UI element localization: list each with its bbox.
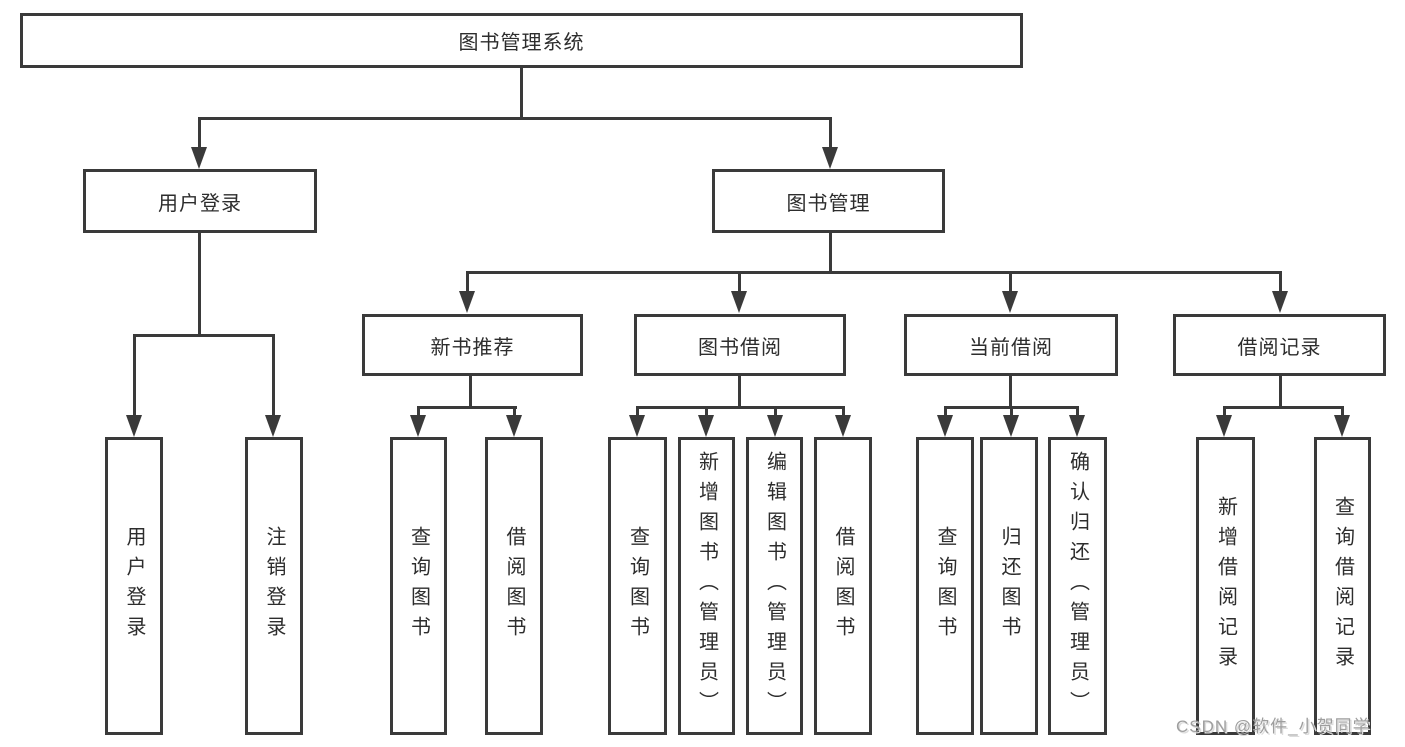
leaf-label: 注销登录 <box>263 526 285 646</box>
leaf-label: 新增借阅记录 <box>1214 496 1237 676</box>
leaf-borrow-books: 借阅图书 <box>814 437 872 735</box>
leaf-edit-books-admin: 编辑图书（管理员） <box>746 437 803 735</box>
leaf-query-borrow-record: 查询借阅记录 <box>1314 437 1371 735</box>
arrow-down-icon <box>1216 415 1232 437</box>
connector-new-book-split <box>417 406 517 409</box>
connector-drop <box>842 406 845 419</box>
connector-drop <box>829 117 832 150</box>
node-new-book-recommend: 新书推荐 <box>362 314 583 376</box>
leaf-add-books-admin: 新增图书（管理员） <box>678 437 735 735</box>
arrow-down-icon <box>698 415 714 437</box>
node-current-borrowing: 当前借阅 <box>904 314 1118 376</box>
node-label: 图书管理系统 <box>458 32 585 54</box>
node-label: 用户登录 <box>158 192 242 215</box>
arrow-down-icon <box>265 415 281 437</box>
connector-drop <box>1341 406 1344 419</box>
node-borrowing-records: 借阅记录 <box>1173 314 1386 376</box>
connector-user-login-split <box>133 334 275 337</box>
arrow-down-icon <box>506 415 522 437</box>
connector-drop <box>466 271 469 295</box>
connector-book-mgmt-split <box>466 271 1282 274</box>
connector-root-stem <box>520 68 523 120</box>
arrow-down-icon <box>459 291 475 313</box>
leaf-label: 归还图书 <box>998 526 1020 646</box>
leaf-logout: 注销登录 <box>245 437 303 735</box>
connector-drop <box>133 334 136 418</box>
leaf-label: 借阅图书 <box>503 526 525 646</box>
arrow-down-icon <box>1003 415 1019 437</box>
leaf-query-books: 查询图书 <box>916 437 974 735</box>
arrow-down-icon <box>629 415 645 437</box>
leaf-user-login: 用户登录 <box>105 437 163 735</box>
connector-book-mgmt-stem <box>829 232 832 274</box>
arrow-down-icon <box>1334 415 1350 437</box>
node-library-management-system: 图书管理系统 <box>20 13 1023 68</box>
csdn-watermark: CSDN @软件_小贺同学 <box>1176 717 1371 736</box>
connector-borrow-records-split <box>1223 406 1344 409</box>
leaf-label: 用户登录 <box>123 526 145 646</box>
node-user-login: 用户登录 <box>83 169 317 233</box>
connector-root-split <box>198 117 832 120</box>
connector-user-login-stem <box>198 232 201 337</box>
node-label: 图书借阅 <box>698 336 782 359</box>
leaf-label: 查询图书 <box>407 526 430 646</box>
arrow-down-icon <box>191 147 207 169</box>
connector-drop <box>417 406 420 419</box>
connector-drop <box>513 406 516 419</box>
connector-book-borrow-split <box>636 406 845 409</box>
connector-drop <box>944 406 947 419</box>
arrow-down-icon <box>822 147 838 169</box>
node-book-borrowing: 图书借阅 <box>634 314 846 376</box>
leaf-label: 确认归还（管理员） <box>1066 451 1089 721</box>
node-label: 图书管理 <box>786 192 871 215</box>
arrow-down-icon <box>410 415 426 437</box>
connector-drop <box>774 406 777 419</box>
arrow-down-icon <box>731 291 747 313</box>
leaf-label: 借阅图书 <box>832 526 854 646</box>
leaf-confirm-return-admin: 确认归还（管理员） <box>1048 437 1107 735</box>
leaf-add-borrow-record: 新增借阅记录 <box>1196 437 1255 735</box>
leaf-query-books: 查询图书 <box>608 437 667 735</box>
arrow-down-icon <box>835 415 851 437</box>
connector-new-book-stem <box>469 376 472 409</box>
arrow-down-icon <box>937 415 953 437</box>
connector-drop <box>1009 271 1012 295</box>
arrow-down-icon <box>1002 291 1018 313</box>
node-book-management: 图书管理 <box>712 169 945 233</box>
connector-drop <box>1010 406 1013 419</box>
connector-drop <box>738 271 741 295</box>
node-label: 借阅记录 <box>1237 336 1322 359</box>
connector-drop <box>198 117 201 150</box>
arrow-down-icon <box>767 415 783 437</box>
node-label: 新书推荐 <box>430 336 515 359</box>
connector-drop <box>636 406 639 419</box>
arrow-down-icon <box>1272 291 1288 313</box>
connector-book-borrow-stem <box>738 376 741 409</box>
connector-drop <box>1223 406 1226 419</box>
leaf-label: 查询图书 <box>626 526 649 646</box>
node-label: 当前借阅 <box>969 336 1053 359</box>
connector-current-borrow-stem <box>1009 376 1012 409</box>
arrow-down-icon <box>126 415 142 437</box>
leaf-label: 新增图书（管理员） <box>695 451 718 721</box>
leaf-borrow-books: 借阅图书 <box>485 437 543 735</box>
leaf-label: 查询借阅记录 <box>1331 496 1354 676</box>
connector-drop <box>1076 406 1079 419</box>
leaf-return-books: 归还图书 <box>980 437 1038 735</box>
connector-drop <box>272 334 275 418</box>
leaf-label: 查询图书 <box>934 526 956 646</box>
connector-drop <box>705 406 708 419</box>
leaf-query-books: 查询图书 <box>390 437 447 735</box>
leaf-label: 编辑图书（管理员） <box>763 451 786 721</box>
arrow-down-icon <box>1069 415 1085 437</box>
connector-borrow-records-stem <box>1279 376 1282 409</box>
connector-drop <box>1279 271 1282 295</box>
